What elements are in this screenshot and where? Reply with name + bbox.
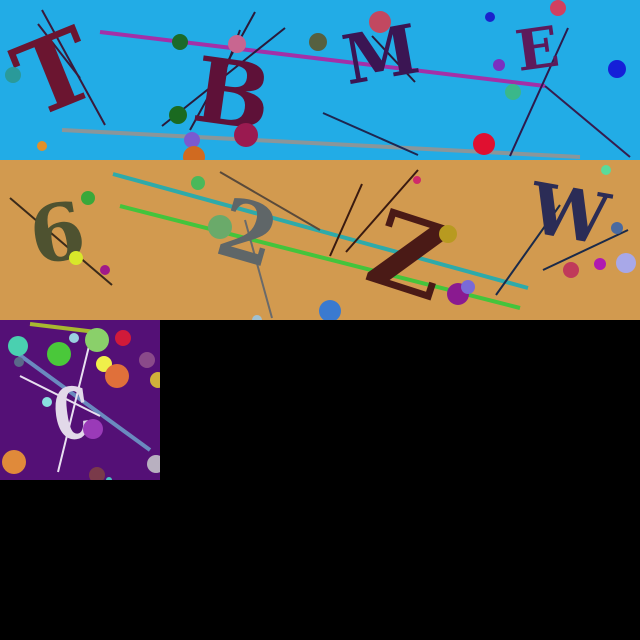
dot-red <box>473 133 495 155</box>
tile-dot-gold <box>150 372 160 388</box>
dot-orange-half <box>183 146 205 160</box>
dot-magenta-small <box>413 176 421 184</box>
empty-region-bottom <box>0 480 640 640</box>
dot-teal <box>5 67 21 83</box>
dot-periwinkle <box>461 280 475 294</box>
dot-lavender <box>184 132 200 148</box>
dot-blue-right <box>608 60 626 78</box>
middle-band-background <box>0 160 640 320</box>
dot-orange-small <box>37 141 47 151</box>
stroke-navy-w2 <box>542 229 629 271</box>
tile-dot-red <box>115 330 131 346</box>
dot-pale-bottom <box>252 315 262 320</box>
dot-violet <box>493 59 505 71</box>
tile-dot-cyan <box>42 397 52 407</box>
dot-mint-right <box>601 165 611 175</box>
tile-dot-brown <box>89 467 105 480</box>
tile-dot-slate <box>14 357 24 367</box>
stroke-dark-z2 <box>345 169 419 253</box>
dot-rose-right <box>563 262 579 278</box>
dot-green-dark <box>172 34 188 50</box>
dot-sage <box>208 215 232 239</box>
tile-stroke-white2 <box>19 375 101 417</box>
dot-blue-small <box>485 12 495 22</box>
stroke-brown-mid <box>219 171 321 231</box>
dot-blue-bottom <box>319 300 341 320</box>
dot-crimson-top <box>550 0 566 16</box>
dot-lime <box>69 251 83 265</box>
top-glyph-b: B <box>187 37 277 153</box>
stroke-dark-z1 <box>329 183 363 257</box>
tile-dot-violet <box>83 419 103 439</box>
stroke-gray-long <box>61 128 581 159</box>
tile-stroke-olive <box>29 322 97 334</box>
tile-dot-orange-big <box>2 450 26 474</box>
stroke-navy-w <box>495 204 561 296</box>
dot-green-top <box>191 176 205 190</box>
purple-tile: c <box>0 320 160 480</box>
dot-maroon <box>234 123 258 147</box>
dot-fuchsia <box>594 258 606 270</box>
tile-dot-yellow <box>96 356 112 372</box>
stroke-dark-t2 <box>37 23 81 79</box>
dot-green-b <box>169 106 187 124</box>
tile-dot-pale-blue <box>69 333 79 343</box>
stroke-dark-right <box>544 85 631 158</box>
tile-dot-gray <box>147 455 160 473</box>
tile-stroke-steel <box>8 346 152 452</box>
dot-mint <box>505 84 521 100</box>
stroke-teal-long <box>112 172 529 290</box>
mid-glyph-w: W <box>522 166 616 262</box>
tile-dot-green <box>47 342 71 366</box>
stroke-dark-m <box>371 35 416 83</box>
dot-pink <box>228 35 246 53</box>
stroke-dark-t1 <box>41 9 106 126</box>
stroke-dark-e <box>509 27 569 157</box>
dot-magenta-left <box>100 265 110 275</box>
tile-dot-mauve <box>139 352 155 368</box>
tile-stroke-white1 <box>57 341 91 473</box>
top-glyph-e: E <box>512 14 563 85</box>
stroke-dark-b1 <box>189 11 256 131</box>
stroke-navy-mid <box>322 112 419 156</box>
tile-dot-sage <box>85 328 109 352</box>
stroke-dark-left <box>9 197 113 286</box>
dot-slate-right <box>611 222 623 234</box>
tile-dot-aqua <box>8 336 28 356</box>
dot-rose <box>369 11 391 33</box>
dot-green-left <box>81 191 95 205</box>
tile-dot-orange <box>105 364 129 388</box>
empty-region-right <box>160 320 640 480</box>
tile-dot-teal-edge <box>106 477 112 480</box>
dot-lilac <box>616 253 636 273</box>
dot-mustard <box>439 225 457 243</box>
stroke-gray-diag <box>244 219 273 319</box>
dot-olive <box>309 33 327 51</box>
